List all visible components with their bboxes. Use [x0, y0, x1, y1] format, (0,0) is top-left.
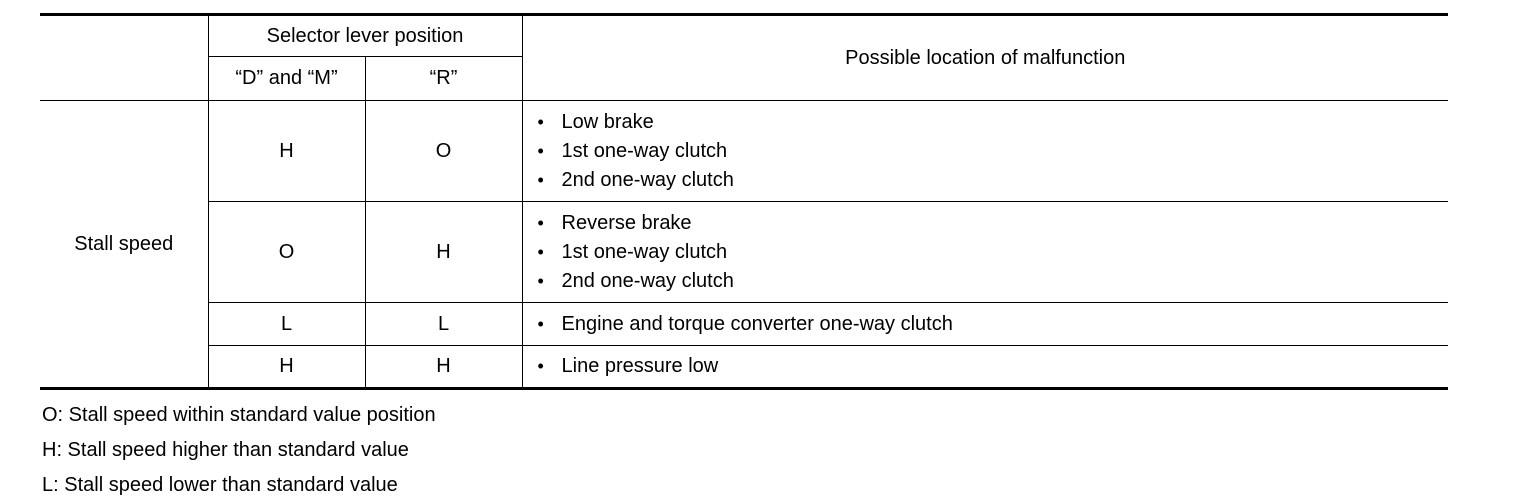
bullet-icon: • [537, 241, 544, 262]
stall-speed-table: Selector lever position Possible locatio… [40, 13, 1448, 390]
bullet-icon: • [537, 111, 544, 132]
legend-note-o: O: Stall speed within standard value pos… [42, 404, 436, 426]
bullet-icon: • [537, 356, 544, 376]
malfunction-list: •Line pressure low [521, 345, 1449, 390]
r-value: H [364, 201, 522, 303]
list-item: •Reverse brake [538, 209, 1449, 238]
legend-notes: O: Stall speed within standard value pos… [40, 398, 1448, 503]
header-r: “R” [364, 56, 522, 101]
stall-speed-row-label: Stall speed [40, 100, 208, 390]
list-item: •2nd one-way clutch [538, 267, 1449, 296]
malfunction-list: •Reverse brake •1st one-way clutch •2nd … [521, 201, 1449, 303]
table-row: H H •Line pressure low [40, 345, 1449, 390]
r-value: O [364, 100, 522, 202]
malfunction-list: •Engine and torque converter one-way clu… [521, 302, 1449, 346]
bullet-icon: • [537, 212, 544, 233]
header-d-and-m: “D” and “M” [207, 56, 365, 101]
bullet-icon: • [537, 270, 544, 291]
dm-value: H [207, 100, 365, 202]
dm-value: L [207, 302, 365, 346]
legend-note-h: H: Stall speed higher than standard valu… [42, 439, 409, 461]
selector-lever-position-header: Selector lever position [207, 13, 522, 57]
stall-test-document: Selector lever position Possible locatio… [40, 13, 1448, 503]
possible-location-header: Possible location of malfunction [521, 13, 1448, 101]
r-value: L [364, 302, 522, 346]
table-row: Stall speed H O •Low brake •1st one-way … [40, 100, 1449, 390]
bullet-icon: • [537, 169, 544, 190]
table-row: L L •Engine and torque converter one-way… [40, 302, 1449, 346]
dm-value: O [207, 201, 365, 303]
list-item: •Engine and torque converter one-way clu… [538, 310, 1449, 339]
list-item: •Low brake [538, 108, 1449, 137]
legend-note-l: L: Stall speed lower than standard value [42, 474, 398, 496]
header-row-2: “D” and “M” “R” [40, 56, 1448, 101]
dm-value: H [207, 345, 365, 390]
list-item: •1st one-way clutch [538, 238, 1449, 267]
list-item: •2nd one-way clutch [538, 166, 1449, 195]
table-row: O H •Reverse brake •1st one-way clutch •… [40, 201, 1449, 303]
list-item: •1st one-way clutch [538, 137, 1449, 166]
r-value: H [364, 345, 522, 390]
bullet-icon: • [537, 313, 544, 334]
bullet-icon: • [537, 140, 544, 161]
header-empty-cell [40, 57, 208, 101]
list-item: •Line pressure low [538, 352, 1449, 381]
malfunction-list: •Low brake •1st one-way clutch •2nd one-… [521, 100, 1449, 202]
header-empty-cell [40, 13, 208, 57]
header-row-1: Selector lever position Possible locatio… [40, 13, 1448, 101]
